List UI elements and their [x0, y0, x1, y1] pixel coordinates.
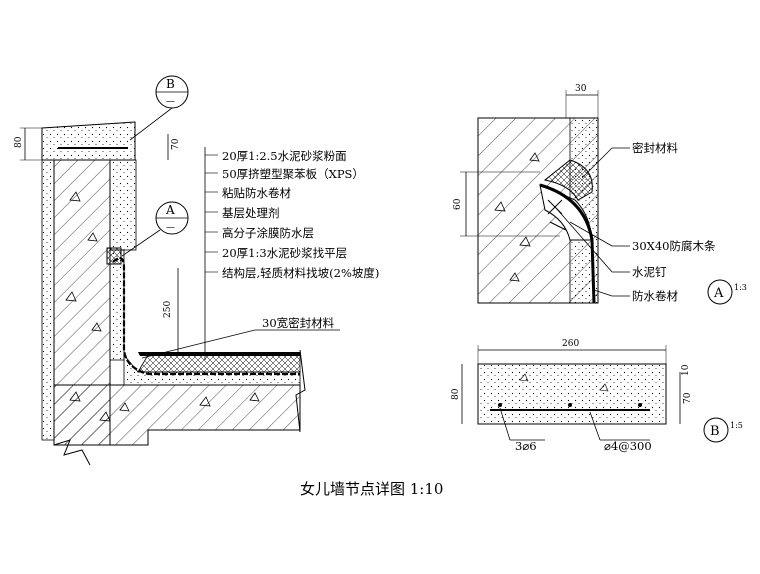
detail-a-sealant — [543, 159, 593, 201]
layer-label-1: 20厚1:2.5水泥砂浆粉面 — [222, 149, 347, 163]
coping-cap — [41, 121, 136, 161]
detail-b-tag-scale: 1:5 — [730, 421, 743, 430]
callout-a-sheet: — — [166, 223, 175, 233]
break-line-bottom — [53, 439, 91, 466]
detail-a-membrane — [539, 183, 596, 304]
detail-a-tag-scale: 1:3 — [734, 283, 747, 292]
callout-a[interactable]: A — — [121, 201, 189, 257]
detail-a-label-nail: 水泥钉 — [632, 265, 667, 279]
detail-a-label-seal: 密封材料 — [632, 141, 678, 155]
seal-leader — [141, 329, 256, 359]
callout-b-letter: B — [166, 77, 175, 91]
callout-a-letter: A — [165, 203, 175, 217]
main-dimensions: 80 70 250 — [14, 127, 181, 352]
layer-label-3: 粘贴防水卷材 — [222, 186, 291, 200]
parapet-section — [41, 121, 306, 466]
dim-70: 70 — [171, 138, 181, 150]
callout-b[interactable]: B — — [129, 75, 189, 141]
wall-plaster-outer — [41, 159, 55, 441]
layer-leader — [204, 147, 218, 360]
dim-80: 80 — [14, 136, 24, 148]
drawing-title: 女儿墙节点详图 1:10 — [300, 480, 443, 498]
xps-insulation — [137, 354, 301, 373]
detail-b-label-bars: 3⌀6 — [515, 439, 537, 453]
detail-a-wood-strip — [539, 184, 593, 241]
wall-plaster-inner — [109, 249, 125, 361]
detail-b-dim-10: 10 — [681, 364, 691, 376]
detail-b-dim-80: 80 — [451, 388, 461, 400]
break-line-right — [295, 349, 306, 433]
callout-b-sheet: — — [166, 97, 175, 107]
detail-a-label-wood: 30X40防腐木条 — [632, 239, 716, 253]
detail-b-dim-70: 70 — [683, 392, 693, 404]
detail-a-dim-60: 60 — [453, 198, 463, 210]
dim-250: 250 — [163, 301, 173, 318]
roof-slab — [53, 384, 301, 446]
detail-a-tag-letter: A — [713, 286, 724, 301]
detail-a-tag[interactable]: A 1:3 — [707, 279, 747, 305]
wall-upper-plaster — [109, 159, 137, 251]
detail-b-tag-letter: B — [710, 424, 720, 439]
mortar-topping — [138, 352, 300, 356]
layer-label-2: 50厚挤塑型聚苯板（XPS） — [222, 167, 364, 181]
layer-label-5: 高分子涂膜防水层 — [222, 226, 314, 240]
detail-a-dim-30: 30 — [575, 84, 587, 94]
detail-b-coping — [477, 363, 667, 425]
layer-label-4: 基层处理剂 — [222, 206, 280, 220]
seal-label: 30宽密封材料 — [262, 316, 335, 330]
detail-b-tag[interactable]: B 1:5 — [703, 417, 743, 443]
concrete-aggregate — [65, 191, 260, 422]
detail-b-dim-260: 260 — [562, 339, 579, 349]
layer-label-6: 20厚1:3水泥砂浆找平层 — [222, 246, 347, 260]
detail-b: 260 80 70 10 — [451, 339, 693, 425]
detail-a: 30 60 — [453, 84, 599, 304]
detail-a-label-membrane: 防水卷材 — [632, 289, 678, 303]
detail-b-label-stirrups: ⌀4@300 — [604, 439, 652, 453]
waterproof-membrane — [112, 257, 300, 376]
layer-label-7: 结构层,轻质材料找坡(2%坡度) — [222, 266, 379, 280]
seal-block — [106, 247, 122, 265]
